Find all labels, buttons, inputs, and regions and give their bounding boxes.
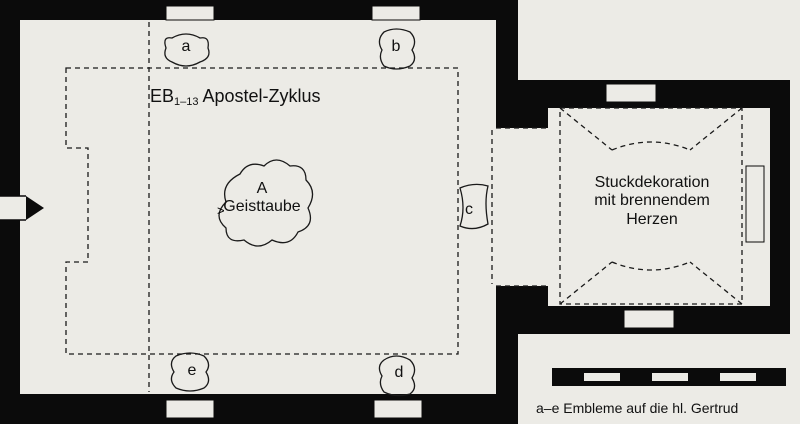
- emblem-e-shape: [170, 352, 210, 392]
- emblem-a-shape: [164, 33, 210, 67]
- window-south-1: [165, 399, 215, 419]
- arrow-marker: >: [217, 203, 225, 218]
- eb-label: EB1–13 Apostel-Zyklus: [150, 86, 321, 109]
- emblem-d-label: d: [394, 364, 404, 381]
- legend-text: a–e Embleme auf die hl. Gertrud: [536, 400, 739, 416]
- emblem-a-label: a: [181, 38, 191, 55]
- eb-main: EB: [150, 86, 175, 106]
- emblem-b-shape: [378, 28, 416, 70]
- emblem-e-label: e: [187, 362, 197, 379]
- cloud-a: [218, 159, 314, 247]
- emblem-d-shape: [378, 355, 416, 397]
- emblem-c-shape: [459, 183, 489, 230]
- nave-walls: [0, 0, 518, 424]
- window-choir-e: [745, 165, 765, 243]
- label-a-text: Geisttaube: [223, 198, 301, 216]
- stucco-decoration: [559, 107, 743, 305]
- window-choir-n: [605, 83, 657, 103]
- stucco-label: Stuckdekoration mit brennendem Herzen: [572, 174, 732, 229]
- scale-bar: [552, 368, 786, 386]
- stucco-line-3: Herzen: [626, 210, 678, 228]
- eb-subscript: 1–13: [174, 96, 199, 108]
- window-north-1: [165, 5, 215, 21]
- ceiling-cycle-outline: [65, 67, 459, 355]
- stucco-line-2: mit brennendem: [594, 192, 710, 210]
- emblem-shapes: [164, 28, 489, 397]
- label-a: A Geisttaube: [222, 180, 302, 217]
- eb-title: Apostel-Zyklus: [202, 86, 321, 106]
- window-north-2: [371, 5, 421, 21]
- emblem-c-label: c: [465, 201, 473, 218]
- windows: [165, 5, 765, 419]
- window-south-2: [373, 399, 423, 419]
- window-choir-s: [623, 309, 675, 329]
- stucco-line-1: Stuckdekoration: [594, 174, 710, 191]
- entrance-marker: [0, 195, 44, 221]
- label-a-letter: A: [256, 180, 268, 197]
- emblem-b-label: b: [391, 38, 401, 55]
